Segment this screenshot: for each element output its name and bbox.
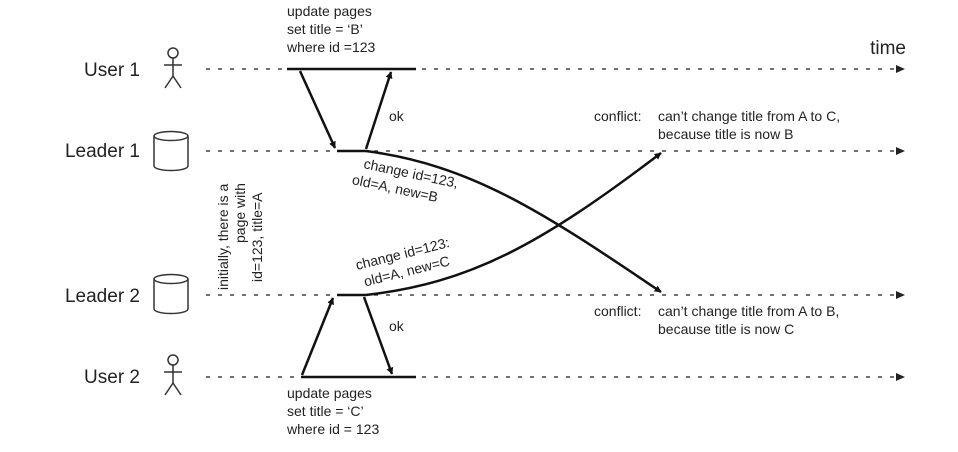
ok-label-user2: ok [389, 318, 405, 334]
initial-note-line1: initially, there is a [215, 183, 231, 290]
user1-write-arrow [298, 70, 337, 149]
timeline-arrowhead [896, 373, 905, 381]
replication-1-label: change id=123, old=A, new=B [351, 155, 460, 205]
lane-label-leader2: Leader 2 [65, 286, 140, 307]
leader2-ok-arrow [362, 296, 394, 375]
initial-note-line3: id=123, title=A [249, 192, 265, 282]
user1-request-line1: update pages [287, 3, 372, 19]
lane-label-user2: User 2 [84, 367, 140, 388]
replication-leader1-to-leader2-arrow [365, 149, 662, 294]
conflict-leader2-prefix: conflict: [594, 303, 641, 319]
timeline-arrowhead [896, 65, 905, 73]
timeline-arrowhead [896, 291, 905, 299]
replication-leader2-to-leader1-arrow [365, 152, 662, 297]
user2-request-line3: where id = 123 [286, 421, 379, 437]
replication-2-label: change id=123: old=A, new=C [354, 234, 451, 289]
database-cylinder-icon [153, 273, 189, 315]
database-cylinder-icon [153, 130, 189, 172]
leader1-ok-arrow [364, 71, 393, 150]
timeline-arrowhead [896, 147, 905, 155]
initial-note-line2: page with [232, 183, 248, 243]
user2-request-line2: set title = ‘C’ [287, 403, 364, 419]
time-axis-label: time [870, 38, 906, 59]
lane-label-user1: User 1 [84, 60, 140, 81]
conflict-leader1-prefix: conflict: [594, 108, 641, 124]
person-icon [164, 354, 182, 396]
person-icon [164, 47, 182, 89]
initial-state-note: initially, there is a page with id=123, … [215, 183, 265, 290]
user1-request-line2: set title = ‘B’ [287, 21, 363, 37]
conflict-leader2-line2: because title is now C [658, 321, 794, 337]
lane-label-leader1: Leader 1 [65, 141, 140, 162]
ok-label-user1: ok [389, 108, 405, 124]
user2-write-arrow [300, 297, 335, 376]
conflict-leader1-line2: because title is now B [658, 126, 793, 142]
conflict-leader1-line1: can’t change title from A to C, [658, 108, 840, 124]
user1-request-line3: where id =123 [286, 39, 376, 55]
conflict-leader2-line1: can’t change title from A to B, [658, 303, 839, 319]
user2-request-line1: update pages [287, 385, 372, 401]
